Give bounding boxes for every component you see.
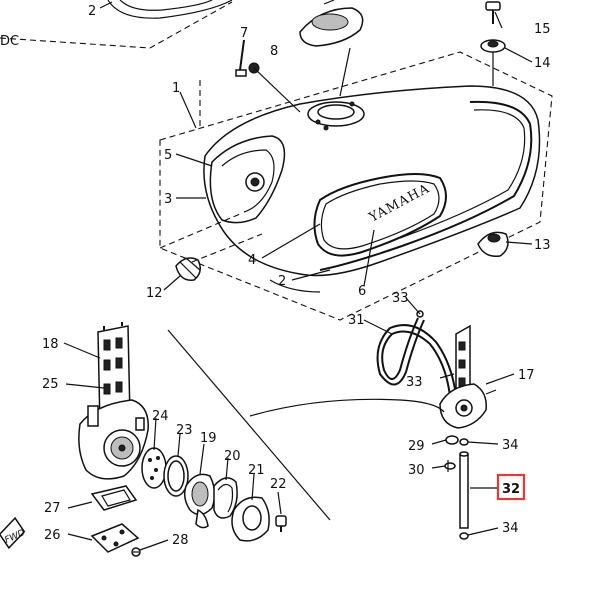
callout-4: 4	[248, 253, 256, 268]
callout-19: 19	[200, 431, 217, 446]
part-32-highlight-box	[496, 473, 526, 501]
gasket-part-27	[90, 485, 138, 511]
o-ring-part-23	[163, 455, 189, 497]
callout-34-upper: 34	[502, 438, 519, 453]
callout-34-lower: 34	[502, 521, 519, 536]
screw-part-28	[131, 547, 141, 557]
damper-part-12	[175, 257, 201, 281]
callout-26: 26	[44, 528, 61, 543]
callout-29: 29	[408, 439, 425, 454]
sediment-bowl-part-19	[183, 473, 216, 529]
fuel-tank: YAMAHA	[203, 85, 541, 293]
callout-27: 27	[44, 501, 61, 516]
damper-part-14	[480, 39, 506, 86]
cover-plate-part-21	[231, 496, 270, 542]
tank-group-outline	[159, 51, 553, 321]
fwd-arrow-icon: FWD	[0, 516, 27, 550]
callout-3: 3	[164, 192, 172, 207]
callout-28: 28	[172, 533, 189, 548]
callout-12: 12	[146, 286, 163, 301]
plate-part-26	[90, 523, 140, 553]
callout-7: 7	[240, 26, 248, 41]
petcock-body	[78, 399, 149, 480]
gasket-part-34-lower	[459, 532, 469, 540]
bolt-part-15	[485, 1, 501, 24]
filter-tube-part-32	[459, 451, 469, 529]
callout-labels: 1 2 3 4 5 6 7 8 12 13 14 15 17 18 19 20 …	[42, 22, 551, 548]
callout-15: 15	[534, 22, 551, 37]
gasket-part-34-upper	[459, 438, 469, 446]
washer-part-30	[444, 460, 456, 472]
callout-1: 1	[172, 81, 180, 96]
leader-lines	[63, 11, 533, 551]
callout-2: 2	[278, 274, 286, 289]
screw-part-22	[275, 515, 287, 532]
top-left-fragment: DC 2	[0, 0, 233, 49]
bolt-part-7	[235, 39, 247, 77]
callout-22: 22	[270, 477, 287, 492]
callout-25: 25	[42, 377, 59, 392]
callout-13: 13	[534, 238, 551, 253]
o-ring-part-29	[445, 435, 459, 445]
callout-31: 31	[348, 313, 365, 328]
callout-8: 8	[270, 44, 278, 59]
callout-18: 18	[42, 337, 59, 352]
fuel-cap	[299, 0, 364, 97]
filter-screen-part-24	[141, 447, 167, 489]
callout-32: 32	[502, 482, 520, 497]
callout-2-top: 2	[88, 4, 96, 19]
callout-30: 30	[408, 463, 425, 478]
corner-label: DC	[0, 34, 19, 49]
callout-14: 14	[534, 56, 551, 71]
callout-24: 24	[152, 409, 169, 424]
callout-5: 5	[164, 148, 172, 163]
callout-6: 6	[358, 284, 366, 299]
callout-33-upper: 33	[392, 291, 409, 306]
callout-33-lower: 33	[406, 375, 423, 390]
callout-21: 21	[248, 463, 265, 478]
rear-mount-part-13	[477, 231, 509, 257]
assembly-connector-line	[249, 398, 445, 417]
callout-20: 20	[224, 449, 241, 464]
fuel-petcock-right	[439, 324, 497, 429]
callout-17: 17	[518, 368, 535, 383]
callout-23: 23	[176, 423, 193, 438]
